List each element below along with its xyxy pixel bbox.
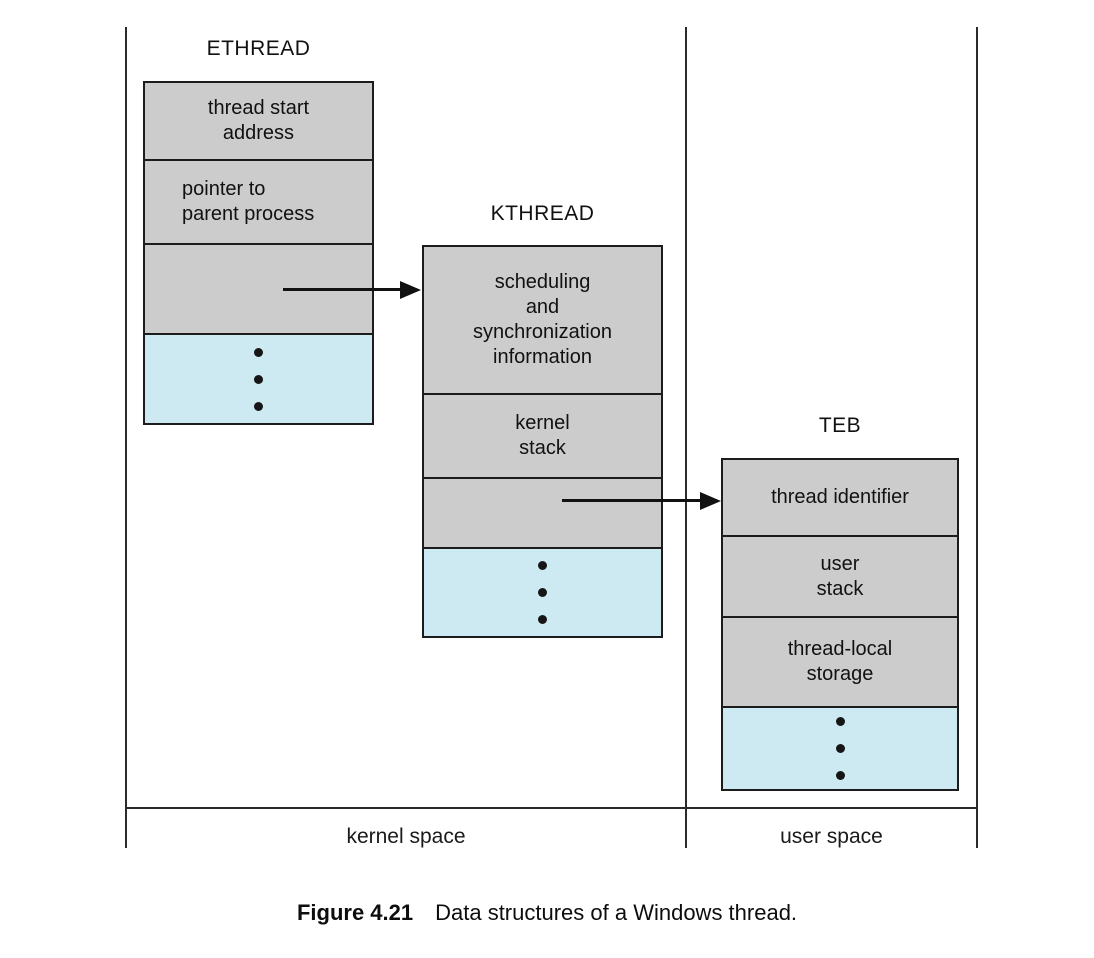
ethread-box: thread start address pointer to parent p… [143, 81, 374, 425]
teb-box: thread identifier user stack thread-loca… [721, 458, 959, 791]
kthread-field-scheduling-sync-info: scheduling and synchronization informati… [424, 247, 661, 395]
kernel-space-label: kernel space [346, 825, 466, 848]
ellipsis-dot [538, 561, 547, 570]
ellipsis-dot [538, 615, 547, 624]
figure-caption-number: Figure 4.21 [296, 900, 414, 925]
ethread-to-kthread-arrow [283, 288, 402, 291]
ethread-field-thread-start-address: thread start address [145, 83, 372, 161]
figure-caption-text: Data structures of a Windows thread. [435, 900, 798, 925]
teb-title: TEB [818, 414, 862, 437]
teb-field-thread-identifier: thread identifier [723, 460, 957, 538]
teb-field-ellipsis [723, 707, 957, 789]
teb-field-user-stack: user stack [723, 537, 957, 619]
ethread-title: ETHREAD [206, 37, 311, 60]
kthread-field-empty [424, 479, 661, 549]
ellipsis-dot [254, 374, 263, 384]
ethread-field-ellipsis [145, 335, 372, 423]
kthread-to-teb-arrow [562, 499, 702, 502]
ethread-field-pointer-to-parent-process: pointer to parent process [145, 161, 372, 245]
kthread-to-teb-arrowhead-icon [700, 492, 721, 510]
ellipsis-dot [538, 588, 547, 597]
frame-bottom-line [125, 807, 978, 809]
frame-left-line [125, 27, 127, 848]
ellipsis-dot [254, 401, 263, 411]
frame-right-line [976, 27, 978, 848]
ellipsis-dot [254, 347, 263, 357]
kernel-user-divider-line [685, 27, 687, 848]
kthread-title: KTHREAD [490, 202, 595, 225]
kthread-field-kernel-stack: kernel stack [424, 395, 661, 479]
user-space-label: user space [780, 825, 883, 848]
kthread-field-ellipsis [424, 549, 661, 636]
teb-field-thread-local-storage: thread-local storage [723, 618, 957, 708]
ellipsis-dot [835, 716, 845, 726]
ethread-to-kthread-arrowhead-icon [400, 281, 421, 299]
ellipsis-dot [835, 770, 845, 780]
ellipsis-dot [835, 743, 845, 753]
kthread-box: scheduling and synchronization informati… [422, 245, 663, 638]
figure-caption: Figure 4.21 Data structures of a Windows … [0, 900, 1094, 926]
